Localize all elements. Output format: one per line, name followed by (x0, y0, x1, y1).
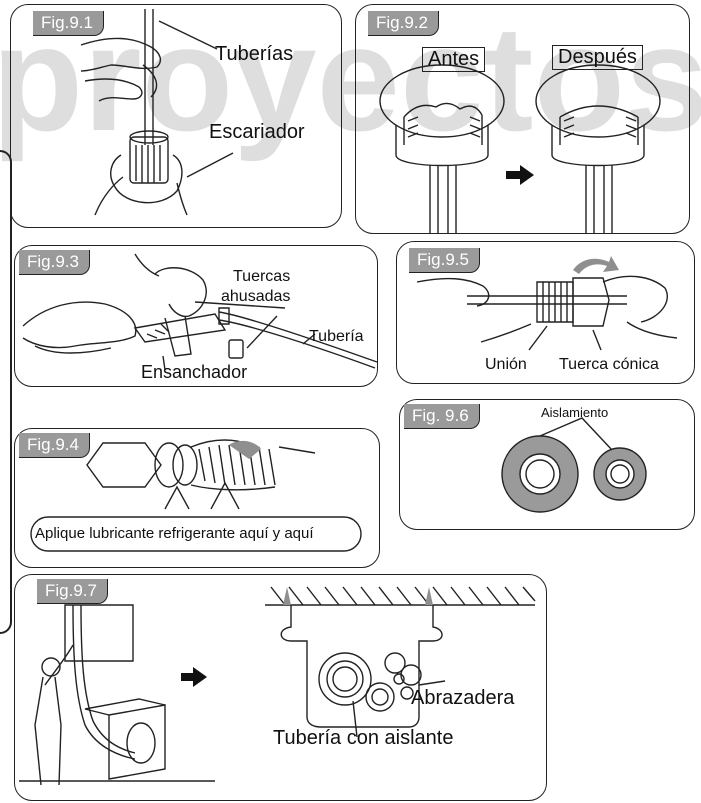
label-aislamiento: Aislamiento (541, 405, 608, 420)
label-union: Unión (485, 356, 527, 374)
before-after-illustration (356, 5, 689, 233)
label-antes: Antes (422, 47, 485, 72)
label-ensanchador: Ensanchador (141, 362, 247, 383)
label-tuercas: Tuercas (233, 268, 290, 286)
label-tuberia-aislante: Tubería con aislante (273, 727, 453, 750)
label-lubricante: Aplique lubricante refrigerante aquí y a… (35, 525, 314, 542)
figure-9-5-panel: Fig.9.5 Unión Tuerca cónica (396, 241, 695, 384)
figure-9-2-panel: Fig.9.2 Antes Después (355, 4, 690, 234)
figure-9-6-panel: Fig. 9.6 Aislamiento (399, 399, 695, 530)
figure-9-4-panel: Fig.9.4 Aplique lubricante refrigerante … (14, 428, 380, 568)
label-tuerca-conica: Tuerca cónica (559, 356, 659, 374)
label-tuberia: Tubería (309, 328, 364, 346)
figure-9-1-panel: Fig.9.1 Tuberías Escariador (10, 4, 342, 228)
label-ahusadas: ahusadas (221, 288, 290, 306)
lubricant-illustration (15, 429, 379, 567)
figure-9-7-panel: Fig.9.7 (14, 574, 547, 801)
label-escariador: Escariador (209, 121, 305, 144)
label-despues: Después (552, 45, 643, 70)
label-tuberias: Tuberías (215, 43, 293, 66)
figure-9-3-panel: Fig.9.3 Tuercas ahusadas Tubería Ens (14, 245, 378, 387)
reamer-illustration (11, 5, 341, 227)
label-abrazadera: Abrazadera (411, 687, 514, 710)
